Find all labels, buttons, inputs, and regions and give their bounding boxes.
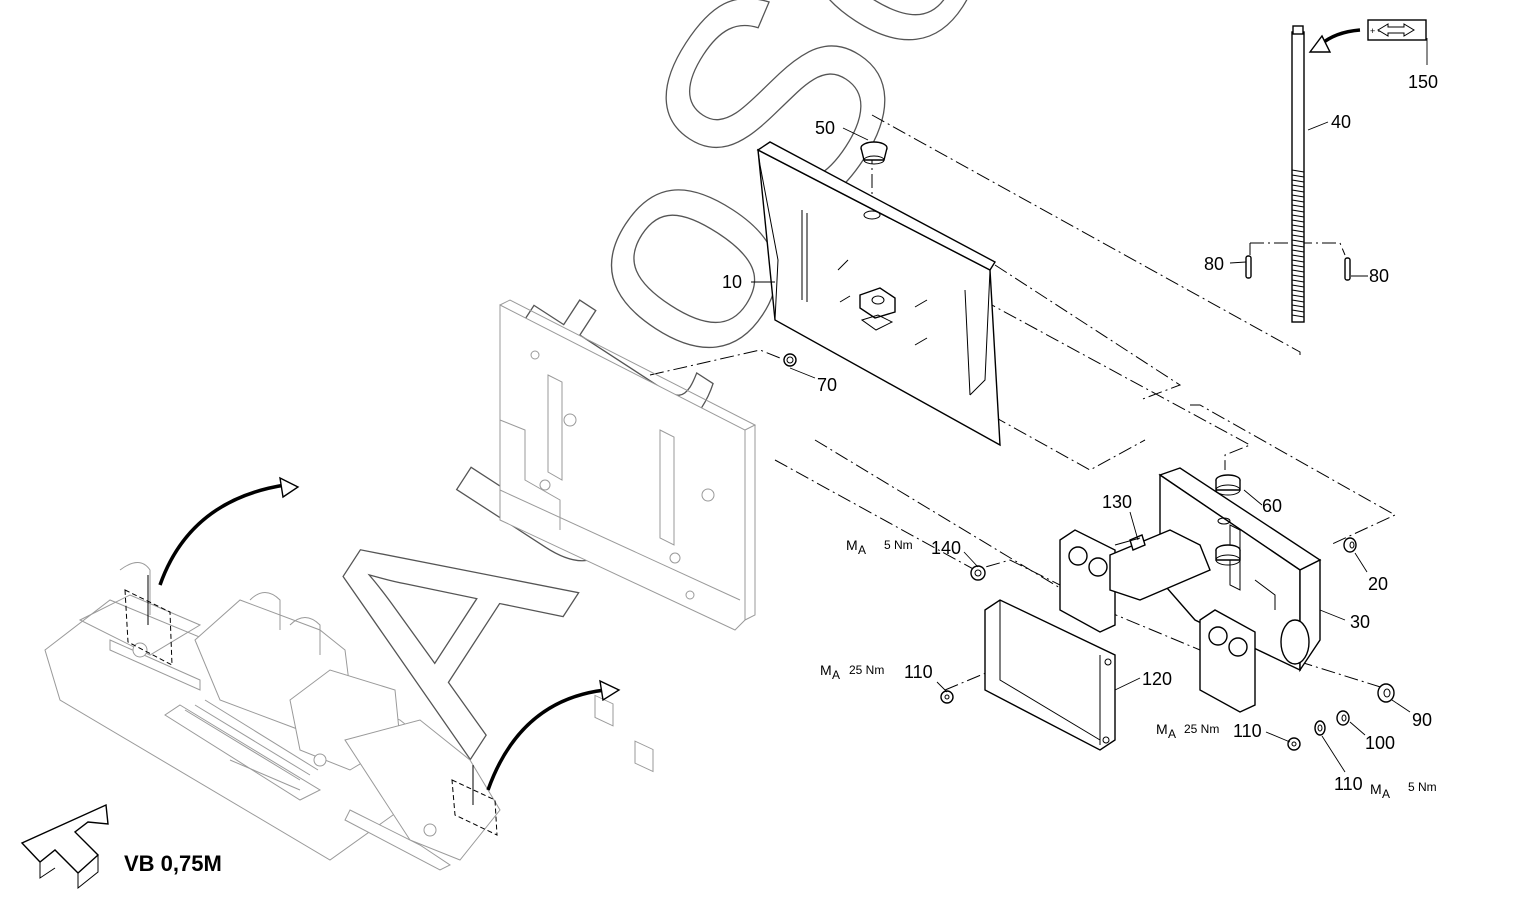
label-110a: 110	[904, 662, 933, 682]
label-90: 90	[1412, 710, 1432, 730]
torque-note-110b: M A 25 Nm	[1156, 721, 1219, 741]
tool-symbol-text: + -	[1370, 26, 1381, 36]
part-40-threaded-rod	[1291, 25, 1305, 323]
label-70: 70	[817, 375, 837, 395]
label-110c: 110	[1334, 774, 1363, 794]
svg-text:25 Nm: 25 Nm	[849, 663, 884, 677]
label-20: 20	[1368, 574, 1388, 594]
svg-text:A: A	[1382, 787, 1390, 801]
machine-overview	[44, 476, 621, 871]
svg-text:M: M	[1156, 721, 1168, 737]
svg-text:A: A	[858, 543, 866, 557]
small-hardware	[940, 537, 1395, 751]
torque-note-110c: M A 5 Nm	[1370, 780, 1437, 801]
label-60: 60	[1262, 496, 1282, 516]
part-50-grommet	[860, 141, 888, 165]
model-label: VB 0,75M	[124, 851, 222, 876]
part-150-tool: + -	[1308, 19, 1427, 53]
part-120-cover	[984, 599, 1116, 751]
part-80-pins	[1245, 255, 1351, 281]
svg-text:5 Nm: 5 Nm	[1408, 780, 1437, 794]
mounted-plate-ghost	[499, 299, 757, 773]
label-50: 50	[815, 118, 835, 138]
label-10: 10	[722, 272, 742, 292]
view-arrow	[20, 803, 109, 890]
torque-note-110a: M A 25 Nm	[820, 662, 884, 682]
label-30: 30	[1350, 612, 1370, 632]
part-30-housing	[1158, 467, 1322, 673]
label-100: 100	[1365, 733, 1395, 753]
label-150: 150	[1408, 72, 1438, 92]
label-80b: 80	[1369, 266, 1389, 286]
svg-text:25 Nm: 25 Nm	[1184, 722, 1219, 736]
part-10-bracket	[756, 141, 1001, 447]
leader-lines	[751, 38, 1428, 773]
part-labels: 10 50 40 150 80 80 70 60 130 20 30 120 9…	[722, 72, 1438, 794]
label-130: 130	[1102, 492, 1132, 512]
label-40: 40	[1331, 112, 1351, 132]
torque-note-140: M A 5 Nm	[846, 537, 913, 557]
svg-text:A: A	[832, 668, 840, 682]
label-140: 140	[931, 538, 961, 558]
svg-text:M: M	[820, 662, 832, 678]
part-130-clamp	[1059, 529, 1310, 713]
part-60-spacers	[1215, 474, 1241, 566]
svg-text:5 Nm: 5 Nm	[884, 538, 913, 552]
svg-text:M: M	[1370, 781, 1382, 797]
label-80a: 80	[1204, 254, 1224, 274]
svg-text:A: A	[1168, 727, 1176, 741]
label-120: 120	[1142, 669, 1172, 689]
label-110b: 110	[1233, 721, 1262, 741]
svg-text:M: M	[846, 537, 858, 553]
